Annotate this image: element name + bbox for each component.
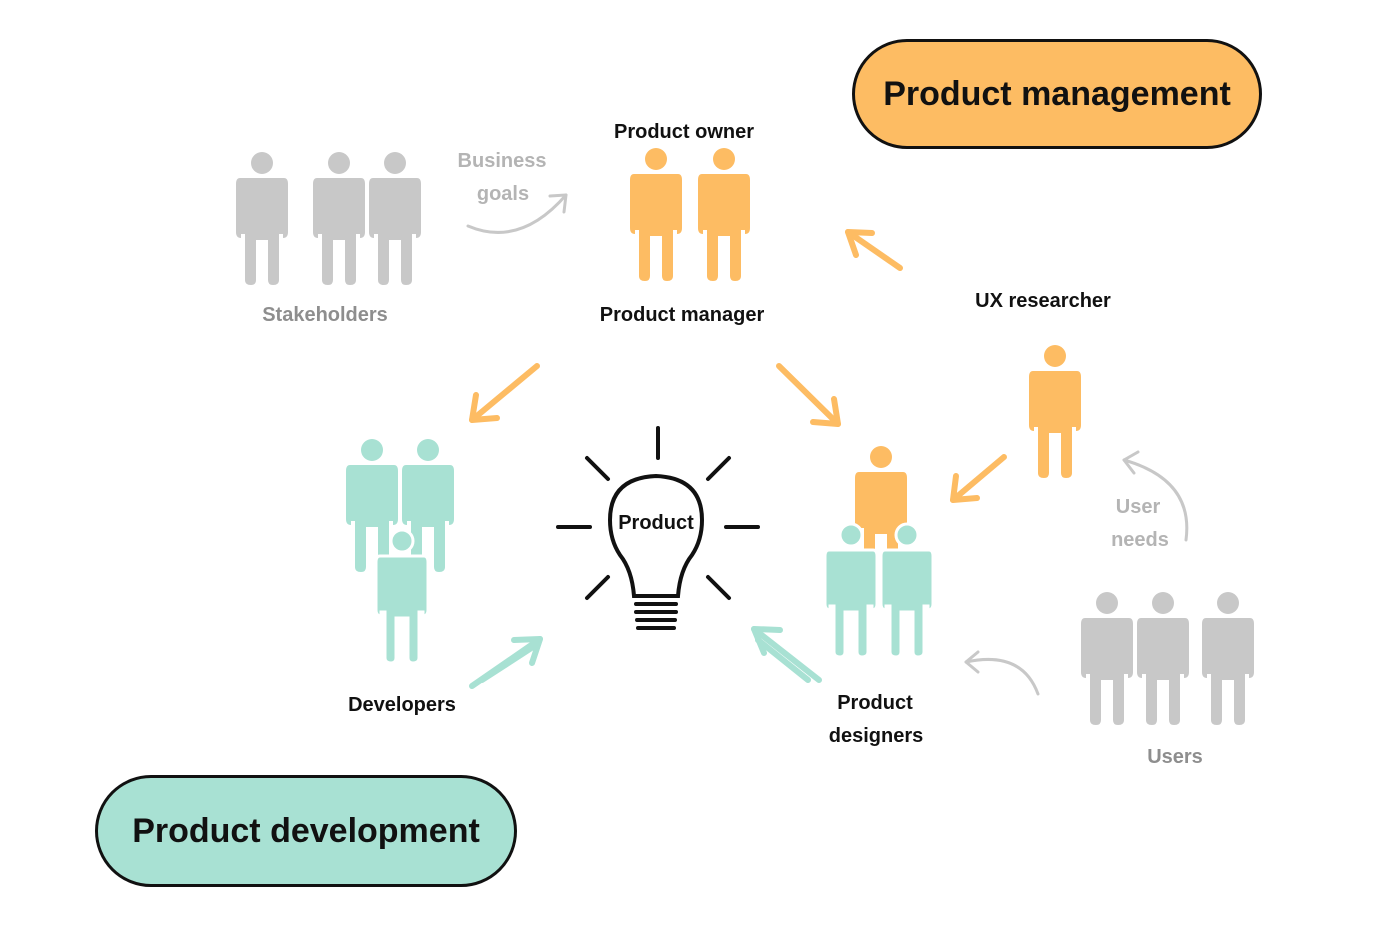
arrow-business-goals [466, 193, 568, 234]
gray-arrows [466, 193, 1189, 696]
product-designers-label-line1: Product [837, 692, 913, 714]
product-owner-person-icon [630, 148, 682, 281]
product-manager-person-icon [698, 148, 750, 281]
product-designers-group [823, 446, 935, 659]
user-needs-label-line2: needs [1111, 529, 1169, 551]
business-goals-label-line2: goals [476, 183, 530, 205]
user-needs-label-line1: User [1115, 496, 1161, 518]
business-goals-label-line1: Business [457, 150, 547, 172]
teal-arrows [469, 626, 822, 689]
product-development-badge: Product development [95, 775, 517, 887]
ux-researcher-person-icon [1029, 345, 1081, 478]
users-group [1081, 592, 1254, 725]
users-label: Users [1147, 746, 1203, 768]
stakeholders-group [236, 152, 421, 285]
developers-label: Developers [348, 694, 456, 716]
user-person-icon [1202, 592, 1254, 725]
product-owner-group [630, 148, 750, 281]
stakeholder-person-icon [313, 152, 365, 285]
product-designers-label-line2: designers [828, 725, 924, 747]
developers-group [346, 439, 454, 665]
product-manager-label: Product manager [599, 304, 765, 326]
arrow-developers-to-product [469, 636, 543, 689]
developer-person-icon [402, 439, 454, 572]
ux-researcher-group [1029, 345, 1081, 478]
product-management-badge: Product management [852, 39, 1262, 149]
stakeholder-person-icon [236, 152, 288, 285]
arrow-to-developers [469, 363, 540, 423]
stakeholders-label: Stakeholders [262, 304, 388, 326]
ux-researcher-label: UX researcher [975, 290, 1111, 312]
arrow-users-to-designers [964, 650, 1040, 696]
arrow-ux-to-designers [950, 454, 1007, 503]
orange-arrows [469, 229, 1007, 503]
user-person-icon [1137, 592, 1189, 725]
product-owner-label: Product owner [613, 121, 755, 143]
user-person-icon [1081, 592, 1133, 725]
lightbulb-icon [556, 426, 760, 630]
product-label: Product [618, 512, 694, 534]
arrow-to-designers [776, 363, 841, 427]
arrow-designers-to-product [751, 626, 822, 683]
arrow-to-product-owner [845, 229, 903, 271]
arrow-user-needs [1122, 450, 1189, 542]
developer-person-icon [346, 439, 398, 572]
stakeholder-person-icon [369, 152, 421, 285]
